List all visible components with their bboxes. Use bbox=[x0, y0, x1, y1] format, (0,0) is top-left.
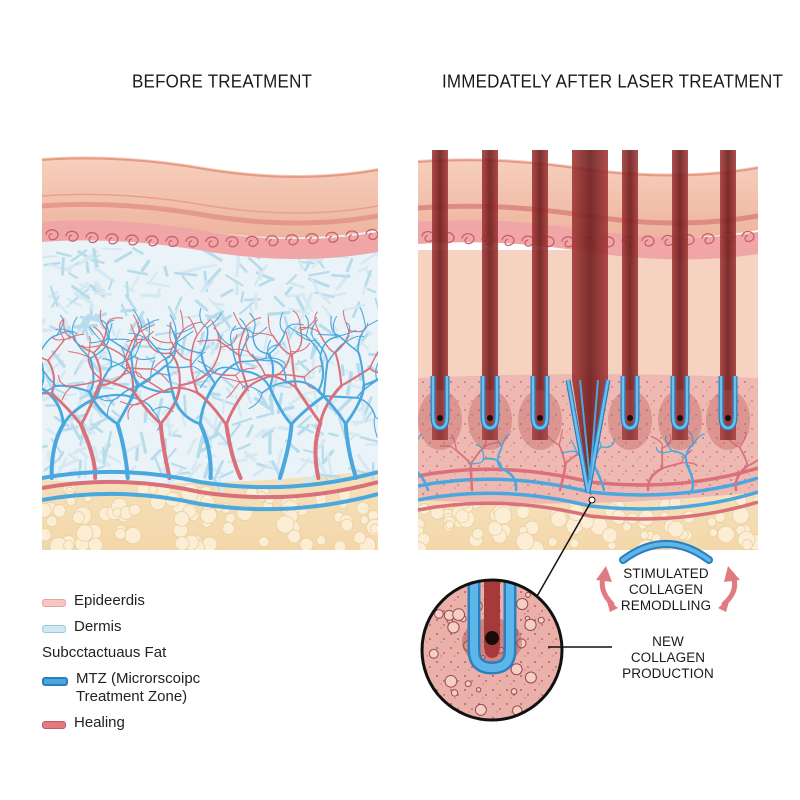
zoomed-mtz-detail bbox=[420, 578, 564, 722]
legend-item-epidermis: Epideerdis bbox=[42, 592, 302, 610]
blood-vessel-network bbox=[42, 307, 378, 512]
legend-item-healing: Healing bbox=[42, 714, 302, 732]
legend-item-mtz: MTZ (Microrscoipc Treatment Zone) bbox=[42, 670, 302, 706]
legend-label: Subcctactuaus Fat bbox=[42, 644, 167, 661]
legend-item-dermis: Dermis bbox=[42, 618, 302, 636]
legend-item-fat: Subcctactuaus Fat bbox=[42, 644, 302, 662]
stimulated-remodeling-label: STIMULATED COLLAGEN REMODLLING bbox=[620, 566, 712, 613]
after-treatment-panel bbox=[418, 150, 758, 550]
mtz-core-dot bbox=[485, 631, 499, 645]
legend-label: MTZ (Microrscoipc Treatment Zone) bbox=[76, 670, 201, 705]
dermis-swatch bbox=[42, 625, 66, 633]
epidermis-swatch bbox=[42, 599, 66, 607]
subcutaneous-fat-cells bbox=[42, 482, 378, 550]
legend-label: Healing bbox=[74, 714, 125, 731]
before-treatment-title: BEFORE TREATMENT bbox=[132, 71, 313, 92]
healing-swatch bbox=[42, 721, 66, 729]
zoom-connector-line bbox=[535, 499, 593, 599]
before-treatment-panel bbox=[42, 156, 378, 550]
new-collagen-label: NEW COLLAGEN PRODUCTION bbox=[622, 634, 714, 681]
mtz-swatch bbox=[42, 677, 68, 686]
remodeling-cycle-arrows bbox=[596, 540, 740, 612]
legend-label: Dermis bbox=[74, 618, 122, 635]
legend-label: Epideerdis bbox=[74, 592, 145, 609]
legend: Epideerdis Dermis Subcctactuaus Fat MTZ … bbox=[42, 592, 302, 740]
zoom-origin-dot bbox=[588, 496, 596, 504]
microscopic-treatment-zones bbox=[418, 150, 750, 495]
dermal-papillae bbox=[45, 228, 378, 248]
after-treatment-title: IMMEDATELY AFTER LASER TREATMENT bbox=[442, 71, 784, 92]
